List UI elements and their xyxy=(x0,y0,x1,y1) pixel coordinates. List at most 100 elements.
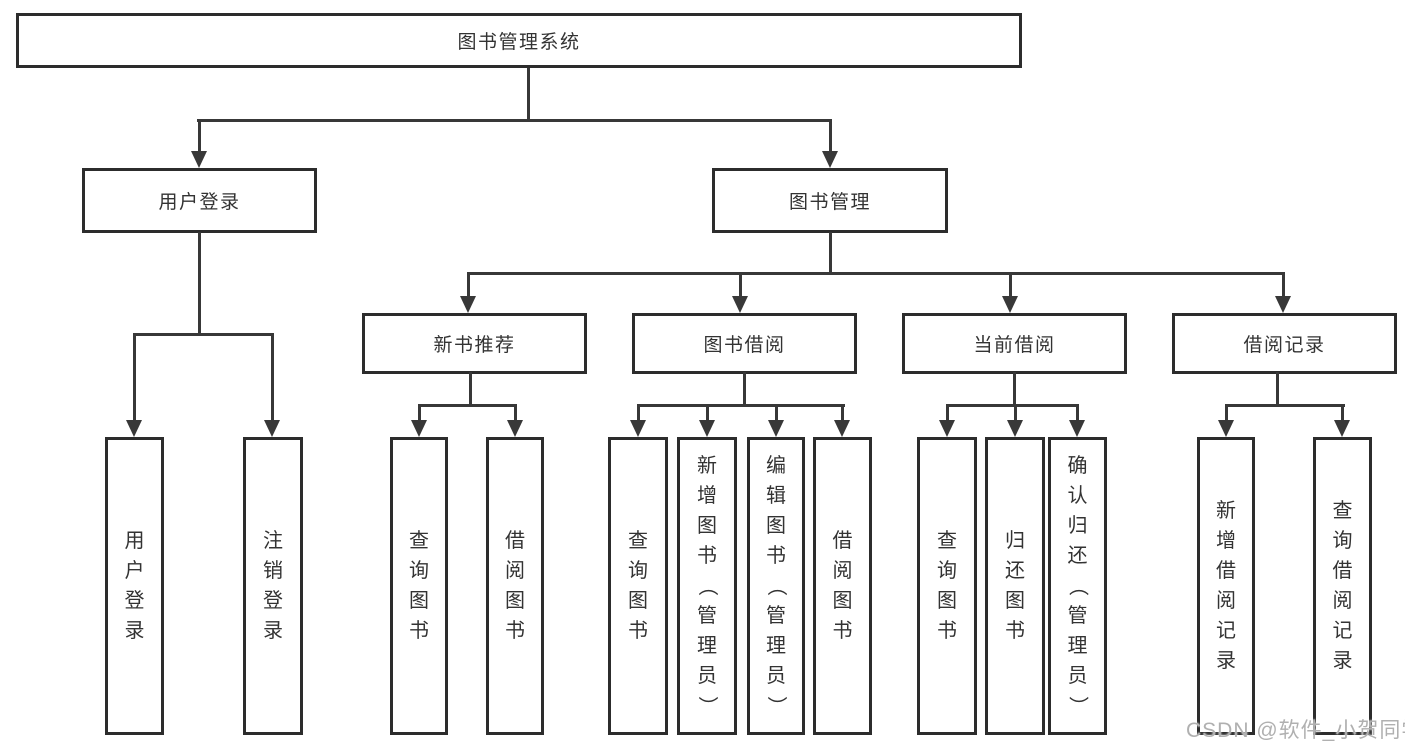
vertical-char: （ xyxy=(1066,576,1089,596)
vertical-char: 确 xyxy=(1067,455,1088,477)
vertical-char: 注 xyxy=(263,530,283,552)
connector-line xyxy=(1008,272,1012,298)
csdn-watermark: CSDN @软件_小贺同学 xyxy=(1186,719,1405,742)
vertical-char: 新 xyxy=(1216,500,1236,522)
arrow-down-icon xyxy=(630,420,646,437)
vertical-char: 录 xyxy=(263,620,283,642)
arrow-down-icon xyxy=(768,420,784,437)
vertical-char: 图 xyxy=(766,515,786,537)
vertical-char: 销 xyxy=(263,560,283,582)
vertical-char: 员 xyxy=(1067,665,1088,687)
vertical-char: 录 xyxy=(1332,650,1353,672)
vertical-char: （ xyxy=(696,576,718,596)
vertical-char: 录 xyxy=(124,620,145,642)
connector-line xyxy=(636,404,640,422)
vertical-char: 图 xyxy=(628,590,648,612)
connector-line xyxy=(742,372,746,407)
connector-line xyxy=(636,404,845,407)
leaf-borrow-book-recommend: 借阅图书 xyxy=(486,437,544,735)
vertical-char: 图 xyxy=(832,590,853,612)
node-new-book-recommend: 新书推荐 xyxy=(362,313,587,374)
connector-line xyxy=(417,404,421,422)
vertical-char: ） xyxy=(765,696,787,716)
vertical-char: 图 xyxy=(409,590,429,612)
vertical-char: 借 xyxy=(832,530,853,552)
arrow-down-icon xyxy=(834,420,850,437)
vertical-char: 图 xyxy=(937,590,957,612)
vertical-char: 记 xyxy=(1332,620,1353,642)
vertical-char: 阅 xyxy=(1216,590,1236,612)
vertical-char: 还 xyxy=(1067,545,1088,567)
vertical-char: 管 xyxy=(697,605,717,627)
connector-line xyxy=(828,119,832,154)
connector-line xyxy=(417,404,517,407)
vertical-char: 登 xyxy=(124,590,145,612)
connector-line xyxy=(1013,404,1017,422)
vertical-char: 书 xyxy=(832,620,853,642)
vertical-char: 增 xyxy=(697,485,717,507)
connector-line xyxy=(738,272,742,298)
leaf-logout: 注销登录 xyxy=(243,437,303,735)
arrow-down-icon xyxy=(191,151,207,168)
arrow-down-icon xyxy=(126,420,142,437)
vertical-char: 书 xyxy=(697,545,717,567)
vertical-char: 记 xyxy=(1216,620,1236,642)
leaf-edit-book-admin: 编辑图书（管理员） xyxy=(747,437,805,735)
vertical-char: 书 xyxy=(766,545,786,567)
leaf-confirm-return-admin: 确认归还（管理员） xyxy=(1048,437,1107,735)
connector-line xyxy=(197,232,201,336)
connector-line xyxy=(1281,272,1285,298)
vertical-char: 图 xyxy=(1005,590,1025,612)
vertical-char: 查 xyxy=(937,530,957,552)
arrow-down-icon xyxy=(411,420,427,437)
arrow-down-icon xyxy=(1002,296,1018,313)
connector-line xyxy=(1075,404,1079,422)
vertical-char: ） xyxy=(696,696,718,716)
arrow-down-icon xyxy=(460,296,476,313)
vertical-char: 还 xyxy=(1005,560,1025,582)
vertical-char: 借 xyxy=(1332,560,1353,582)
vertical-char: 书 xyxy=(409,620,429,642)
vertical-char: 借 xyxy=(505,530,525,552)
vertical-char: 书 xyxy=(937,620,957,642)
vertical-char: 询 xyxy=(937,560,957,582)
vertical-char: 书 xyxy=(505,620,525,642)
vertical-char: 登 xyxy=(263,590,283,612)
connector-line xyxy=(466,272,470,298)
vertical-char: 书 xyxy=(1005,620,1025,642)
leaf-query-book-current: 查询图书 xyxy=(917,437,977,735)
leaf-add-borrow-record: 新增借阅记录 xyxy=(1197,437,1255,735)
node-borrow-record: 借阅记录 xyxy=(1172,313,1397,374)
vertical-char: 员 xyxy=(766,665,786,687)
connector-line xyxy=(466,272,1285,275)
vertical-char: 查 xyxy=(409,530,429,552)
node-book-borrow: 图书借阅 xyxy=(632,313,857,374)
leaf-return-book: 归还图书 xyxy=(985,437,1045,735)
node-book-management: 图书管理 xyxy=(712,168,948,233)
connector-line xyxy=(132,333,274,336)
vertical-char: ） xyxy=(1066,696,1089,716)
leaf-user-login: 用户登录 xyxy=(105,437,164,735)
vertical-char: 辑 xyxy=(766,485,786,507)
vertical-char: 书 xyxy=(628,620,648,642)
node-user-login: 用户登录 xyxy=(82,168,317,233)
connector-line xyxy=(828,232,832,275)
vertical-char: 理 xyxy=(697,635,717,657)
node-current-borrow: 当前借阅 xyxy=(902,313,1127,374)
leaf-query-book-recommend: 查询图书 xyxy=(390,437,448,735)
vertical-char: 增 xyxy=(1216,530,1236,552)
connector-line xyxy=(270,333,274,422)
leaf-add-book-admin: 新增图书（管理员） xyxy=(677,437,737,735)
connector-line xyxy=(1012,372,1016,407)
connector-line xyxy=(468,372,472,407)
vertical-char: 查 xyxy=(1332,500,1353,522)
vertical-char: 录 xyxy=(1216,650,1236,672)
connector-line xyxy=(840,404,844,422)
connector-line xyxy=(1224,404,1345,407)
arrow-down-icon xyxy=(1007,420,1023,437)
connector-line xyxy=(527,68,530,122)
vertical-char: 归 xyxy=(1067,515,1088,537)
vertical-char: 询 xyxy=(1332,530,1353,552)
arrow-down-icon xyxy=(1334,420,1350,437)
